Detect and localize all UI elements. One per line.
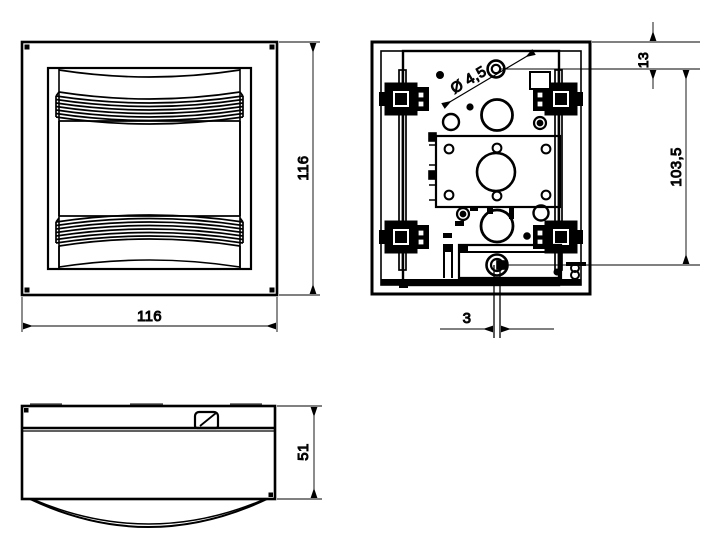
front-view-bottom-louvers [55,214,244,269]
dimension-label-front-width: 116 [137,308,162,325]
dimension-front-width [21,297,278,332]
rear-view-bracket-right-top [529,71,583,116]
rear-view-bracket-left-top [379,82,429,116]
rear-view-bracket-right-bottom [533,220,583,254]
dimension-label-rear-bottom-gap: 3 [463,310,472,327]
dimension-front-height [279,41,320,296]
callout-diameter-leader [441,49,536,109]
rear-view-bottom-compartment [443,243,586,280]
rear-view-cable-centerline [493,265,501,338]
dimension-label-side-height: 51 [295,443,312,461]
rear-view-lower-knockouts [443,204,550,244]
front-view-corner-screws [24,44,275,293]
rear-view-bracket-left-bottom [379,220,429,254]
rear-view-center-plate [428,132,562,209]
rear-view [370,40,592,338]
side-view-corner-marks [24,408,273,497]
dimension-label-front-height: 116 [295,155,312,180]
side-view-latch-knob [193,410,220,430]
front-view [20,40,279,297]
side-view-diffuser-curve [29,498,268,528]
dimension-side-height [277,405,322,500]
dimension-label-rear-top-offset: 13 [635,52,651,68]
callout-label-diameter: Ø 4,5 [448,63,490,97]
side-view [20,403,277,528]
front-view-top-louvers [55,69,244,125]
rear-view-base-band [381,279,581,288]
rear-dimension-extension-lines [500,41,700,266]
dimension-label-rear-hole-pitch: 103,5 [668,147,685,187]
front-view-center-panel [58,120,241,217]
